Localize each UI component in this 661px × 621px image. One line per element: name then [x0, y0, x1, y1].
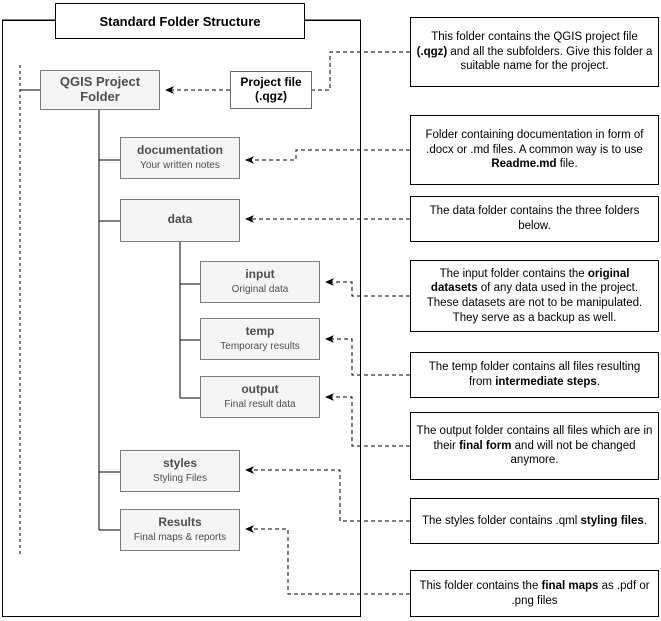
node-label: data [167, 211, 193, 226]
node-subtitle: Original data [231, 284, 289, 296]
project-file-line2: (.qgz) [255, 89, 287, 103]
note-text: This folder contains the QGIS project fi… [416, 30, 653, 73]
note-temp: The temp folder contains all files resul… [410, 352, 659, 398]
note-project-folder: This folder contains the QGIS project fi… [410, 17, 659, 87]
note-data: The data folder contains the three folde… [410, 196, 659, 242]
node-input[interactable]: input Original data [200, 261, 320, 303]
note-input: The input folder contains the original d… [410, 260, 659, 332]
node-label: output [241, 382, 279, 397]
node-label: styles [162, 456, 198, 471]
node-results[interactable]: Results Final maps & reports [120, 509, 240, 551]
node-temp[interactable]: temp Temporary results [200, 318, 320, 360]
node-documentation[interactable]: documentation Your written notes [120, 137, 240, 179]
node-label: documentation [137, 143, 223, 158]
node-output[interactable]: output Final result data [200, 376, 320, 418]
node-subtitle: Temporary results [220, 341, 300, 353]
node-styles[interactable]: styles Styling Files [120, 450, 240, 492]
node-subtitle: Final maps & reports [133, 532, 227, 544]
node-data[interactable]: data [120, 199, 240, 242]
note-text: The input folder contains the original d… [426, 267, 643, 324]
node-subtitle: Final result data [224, 399, 296, 411]
note-text: The styles folder contains .qml styling … [422, 514, 647, 527]
note-text: The data folder contains the three folde… [429, 205, 640, 232]
note-text: This folder contains the final maps as .… [419, 579, 650, 607]
note-output: The output folder contains all files whi… [410, 412, 659, 480]
note-text: The temp folder contains all files resul… [428, 361, 641, 388]
note-styles: The styles folder contains .qml styling … [410, 498, 659, 544]
node-qgis-project-folder[interactable]: QGIS Project Folder [40, 70, 160, 110]
node-label: temp [245, 324, 275, 339]
page-title: Standard Folder Structure [99, 13, 261, 29]
diagram-title-box: Standard Folder Structure [55, 3, 305, 39]
note-text: The output folder contains all files whi… [416, 424, 653, 467]
note-text: Folder containing documentation in form … [425, 128, 644, 171]
node-label: QGIS Project Folder [59, 74, 141, 104]
note-documentation: Folder containing documentation in form … [410, 115, 659, 185]
project-file-line1: Project file [240, 75, 302, 90]
note-results: This folder contains the final maps as .… [410, 570, 659, 617]
node-label: input [245, 267, 275, 282]
node-subtitle: Your written notes [140, 160, 220, 172]
node-subtitle: Styling Files [153, 473, 207, 485]
node-label: Results [158, 515, 202, 530]
node-project-file[interactable]: Project file (.qgz) [230, 71, 312, 109]
